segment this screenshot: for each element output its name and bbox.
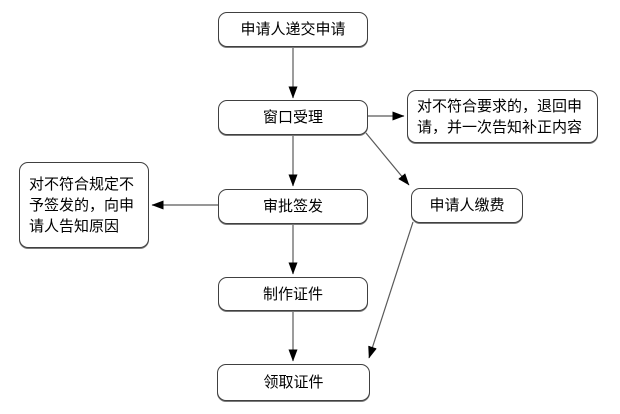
flow-node-window-acceptance: 窗口受理	[218, 100, 368, 135]
flow-node-approve-issue: 审批签发	[218, 189, 368, 224]
flow-node-label: 申请人缴费	[429, 197, 505, 214]
flow-node-label: 申请人递交申请	[240, 21, 346, 38]
flow-node-label: 制作证件	[262, 285, 323, 303]
flow-node-reject-notice: 对不符合规定不予签发的，向申请人告知原因	[19, 162, 149, 248]
flow-node-label: 审批签发	[262, 198, 323, 215]
flow-node-collect-certificate: 领取证件	[217, 364, 370, 401]
flow-node-make-certificate: 制作证件	[218, 277, 368, 311]
arrow-window-acceptance-to-applicant-payment	[365, 132, 410, 186]
flow-node-applicant-payment: 申请人缴费	[411, 188, 523, 223]
flow-node-label: 对不符合规定不予签发的，向申请人告知原因	[29, 175, 135, 235]
arrow-applicant-payment-to-collect-certificate	[368, 221, 414, 359]
flow-node-label: 窗口受理	[262, 109, 323, 126]
flow-node-return-application: 对不符合要求的，退回申请，并一次告知补正内容	[407, 90, 598, 143]
flow-node-submit-application: 申请人递交申请	[218, 12, 368, 47]
flow-node-label: 对不符合要求的，退回申请，并一次告知补正内容	[417, 97, 583, 136]
flow-node-label: 领取证件	[263, 374, 324, 391]
